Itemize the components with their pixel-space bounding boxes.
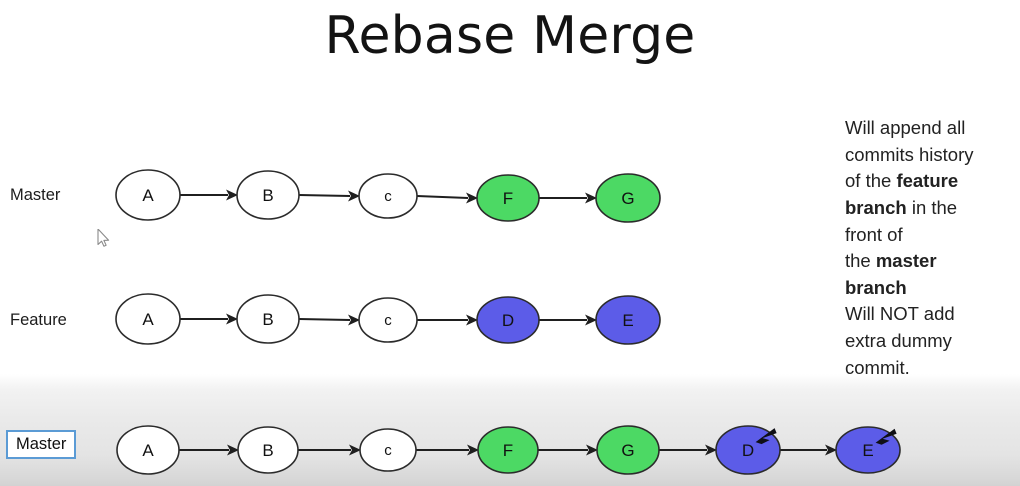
explanation-line: Will append all	[845, 115, 1017, 142]
explanation-text: front of	[845, 223, 903, 245]
explanation-text: commit.	[845, 356, 910, 378]
commit-node-c[interactable]	[358, 297, 418, 343]
explanation-emphasis: master	[875, 250, 937, 272]
arrowhead-icon	[705, 444, 717, 456]
commit-node-f[interactable]	[476, 174, 540, 222]
explanation-text: in the	[906, 196, 958, 218]
commit-node-label: E	[622, 311, 633, 330]
arrowhead-icon	[227, 444, 239, 456]
arrowhead-icon	[825, 444, 837, 456]
commit-node-label: E	[862, 441, 873, 460]
commit-edge	[416, 195, 469, 199]
commit-node-g[interactable]	[596, 425, 660, 475]
commit-node-label: D	[502, 311, 514, 330]
explanation-note: Will append all commits history of the fea…	[845, 115, 1017, 381]
commit-node-label: F	[503, 441, 513, 460]
explanation-line: commits history	[845, 142, 1017, 169]
commit-node-label: G	[621, 441, 634, 460]
commit-node-label: c	[384, 312, 392, 329]
commit-node-d[interactable]	[715, 425, 781, 475]
row-label-feature: Feature	[10, 311, 67, 329]
arrowhead-icon	[348, 314, 360, 326]
annotation-arrow-icon	[875, 428, 897, 445]
arrowhead-icon	[348, 190, 360, 202]
commit-node-g[interactable]	[595, 173, 661, 223]
commit-node-label: B	[262, 441, 273, 460]
explanation-line: Will NOT add	[845, 301, 1017, 328]
explanation-emphasis: branch	[845, 196, 907, 218]
commit-node-label: A	[142, 310, 154, 329]
commit-node-f[interactable]	[477, 426, 539, 474]
explanation-line: branch	[845, 275, 1017, 302]
mouse-pointer-icon	[97, 228, 111, 247]
arrowhead-icon	[585, 314, 597, 326]
arrowhead-icon	[349, 444, 361, 456]
explanation-emphasis: branch	[845, 276, 907, 298]
commit-node-label: A	[142, 441, 154, 460]
arrowhead-icon	[586, 444, 598, 456]
explanation-line: commit.	[845, 355, 1017, 382]
commit-node-e[interactable]	[835, 426, 901, 474]
explanation-line: branch in the	[845, 195, 1017, 222]
commit-node-label: B	[262, 310, 273, 329]
arrowhead-icon	[226, 313, 238, 325]
commit-edge	[298, 194, 351, 197]
explanation-line: of the feature	[845, 168, 1017, 195]
arrowhead-icon	[466, 314, 478, 326]
explanation-text: Will NOT add	[845, 303, 955, 325]
commit-node-b[interactable]	[236, 170, 300, 220]
explanation-text: the	[845, 250, 876, 272]
explanation-line: front of	[845, 222, 1017, 249]
commit-node-b[interactable]	[236, 294, 300, 344]
explanation-text: commits history	[845, 143, 974, 165]
explanation-text: extra dummy	[845, 330, 952, 351]
commit-node-label: B	[262, 186, 273, 205]
commit-node-a[interactable]	[115, 169, 181, 221]
commit-node-label: G	[621, 189, 634, 208]
explanation-text: of the	[845, 170, 897, 192]
commit-node-label: D	[742, 441, 754, 460]
commit-node-label: F	[503, 189, 513, 208]
commit-node-d[interactable]	[476, 296, 540, 344]
row-label-master-result[interactable]: Master	[6, 430, 77, 460]
explanation-line: the master	[845, 248, 1017, 275]
page-title: Rebase Merge	[324, 6, 696, 66]
explanation-text: Will append all	[845, 117, 966, 138]
arrowhead-icon	[226, 189, 238, 201]
commit-node-label: c	[384, 442, 392, 459]
commit-node-b[interactable]	[237, 426, 299, 474]
commit-node-label: c	[384, 188, 392, 205]
arrowhead-icon	[467, 444, 479, 456]
commit-node-a[interactable]	[116, 425, 180, 475]
commit-node-c[interactable]	[358, 173, 418, 219]
annotation-arrow-icon	[755, 428, 777, 445]
arrowhead-icon	[466, 192, 478, 204]
commit-node-c[interactable]	[359, 428, 417, 472]
explanation-emphasis: feature	[896, 170, 959, 192]
arrowhead-icon	[585, 192, 597, 204]
commit-edge	[298, 318, 351, 321]
commit-node-e[interactable]	[595, 295, 661, 345]
explanation-line: extra dummy	[845, 328, 1017, 355]
row-label-master-top: Master	[10, 186, 61, 204]
commit-node-a[interactable]	[115, 293, 181, 345]
commit-node-label: A	[142, 186, 154, 205]
